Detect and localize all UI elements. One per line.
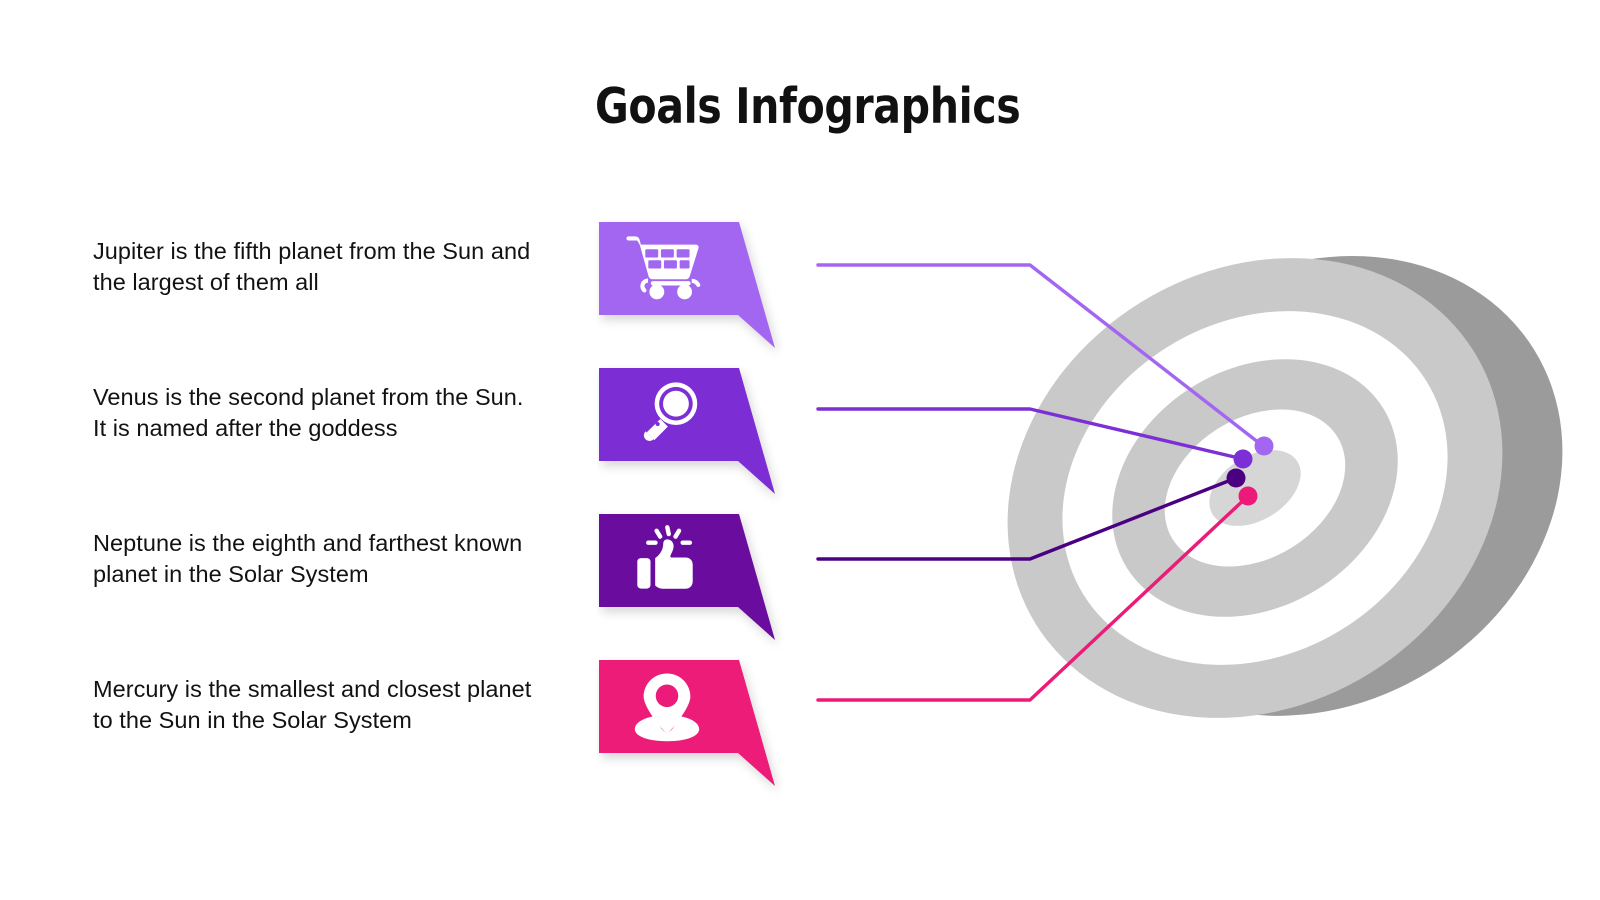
item-description-4: Mercury is the smallest and closest plan… bbox=[93, 676, 532, 733]
badge-item-3[interactable] bbox=[597, 510, 783, 656]
badge-item-1[interactable] bbox=[597, 218, 783, 364]
connector-3 bbox=[816, 468, 1246, 561]
badge-item-2[interactable] bbox=[597, 364, 783, 510]
connector-4 bbox=[816, 486, 1258, 702]
badge-item-4[interactable] bbox=[597, 656, 783, 802]
magnifier-icon bbox=[643, 382, 698, 441]
connector-2-endpoint-dot bbox=[1233, 449, 1253, 469]
item-description-3: Neptune is the eighth and farthest known… bbox=[93, 530, 523, 587]
connector-3-endpoint-dot bbox=[1226, 468, 1246, 488]
item-description-1: Jupiter is the fifth planet from the Sun… bbox=[93, 238, 531, 295]
target-bullseye bbox=[1209, 450, 1301, 526]
connector-4-endpoint-dot bbox=[1238, 486, 1258, 506]
target-face bbox=[1007, 258, 1503, 718]
shopping-cart-icon bbox=[626, 236, 701, 300]
thumbs-up-icon bbox=[637, 525, 693, 589]
connector-2 bbox=[816, 407, 1253, 469]
item-description-2: Venus is the second planet from the Sun.… bbox=[93, 384, 524, 441]
connector-1-line bbox=[816, 263, 1265, 448]
page-title: Goals Infographics bbox=[595, 78, 1021, 135]
connector-1 bbox=[816, 263, 1274, 456]
badge-banner-path-2 bbox=[599, 368, 775, 494]
badge-banner-shape-2 bbox=[599, 368, 775, 494]
location-pin-icon bbox=[634, 673, 700, 742]
dartboard-target bbox=[1007, 255, 1563, 718]
connector-4-line bbox=[816, 494, 1250, 702]
connector-3-line bbox=[816, 476, 1238, 561]
connector-2-line bbox=[816, 407, 1245, 461]
connector-1-endpoint-dot bbox=[1254, 436, 1274, 456]
